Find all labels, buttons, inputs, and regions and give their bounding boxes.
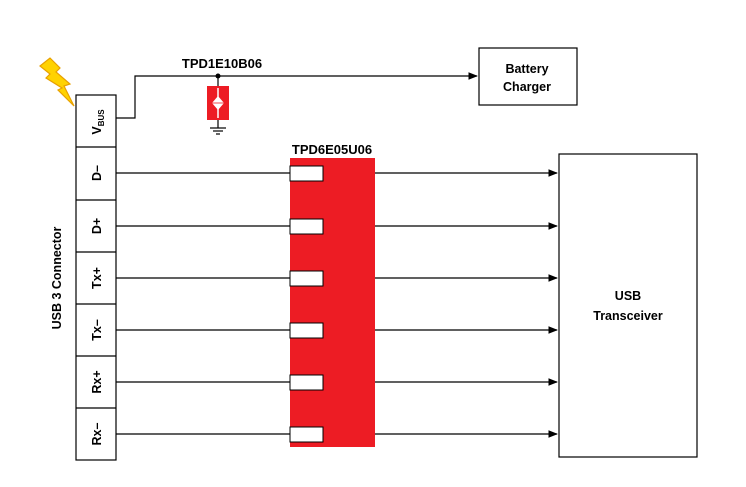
connector-dividers <box>76 146 116 409</box>
usb-transceiver-line2: Transceiver <box>593 309 663 323</box>
ground-icon <box>210 127 226 135</box>
battery-charger-box <box>478 47 578 106</box>
tvs-array-block <box>290 158 375 447</box>
vbus-label: VBUS <box>90 109 106 135</box>
usb-transceiver-line1: USB <box>615 289 641 303</box>
tvs-pad-4 <box>289 322 324 339</box>
tvs-pad-2 <box>289 218 324 235</box>
pin-label-d-plus: D+ <box>90 218 104 234</box>
pin-label-d-minus: D– <box>90 165 104 181</box>
connector-title: USB 3 Connector <box>50 226 64 329</box>
battery-charger-line2: Charger <box>503 80 551 94</box>
usb-connector-box <box>75 94 117 461</box>
pin-label-rx-minus: Rx– <box>90 422 104 445</box>
tvs-pad-1 <box>289 165 324 182</box>
lightning-bolt-icon <box>39 57 75 107</box>
tvs-pad-6 <box>289 426 324 443</box>
usb-transceiver-box <box>558 153 698 458</box>
tvs-pad-5 <box>289 374 324 391</box>
pin-label-tx-plus: Tx+ <box>90 267 104 289</box>
tvs-array-label: TPD6E05U06 <box>292 142 372 157</box>
battery-charger-line1: Battery <box>505 62 548 76</box>
tvs-array-pads <box>289 165 324 443</box>
pin-label-rx-plus: Rx+ <box>90 370 104 393</box>
vbus-line <box>116 72 478 119</box>
tvs-single-label: TPD1E10B06 <box>182 56 262 71</box>
pin-label-tx-minus: Tx– <box>90 319 104 341</box>
tvs-pad-3 <box>289 270 324 287</box>
tvs-diode-icon <box>207 76 229 128</box>
